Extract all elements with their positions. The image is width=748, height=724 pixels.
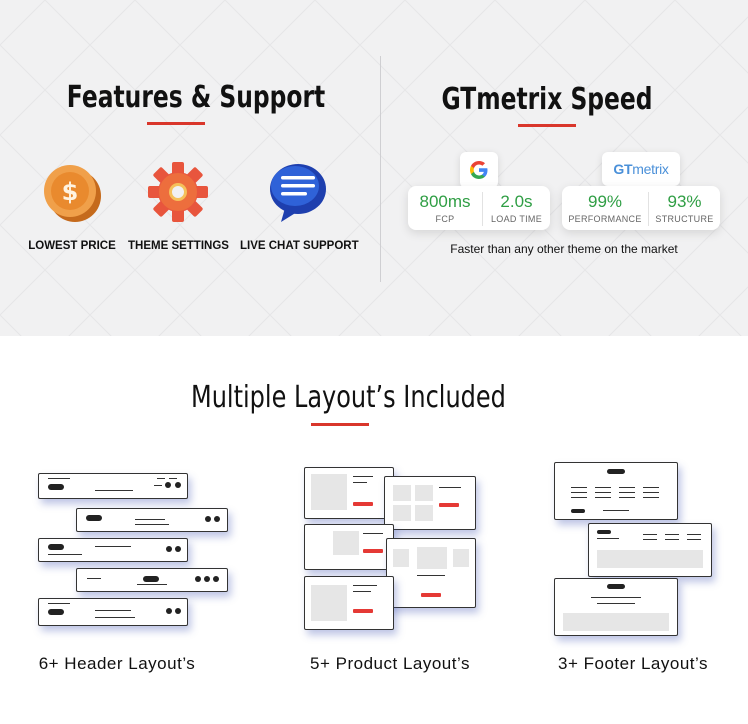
header-layouts-label: 6+ Header Layout’s [38, 654, 196, 673]
header-layout-card [76, 508, 228, 532]
layouts-title: Multiple Layout’s Included [191, 380, 506, 415]
metric-performance: 99% PERFORMANCE [562, 186, 648, 230]
speed-title: GTmetrix Speed [441, 82, 653, 117]
footer-layout-card [554, 462, 678, 520]
svg-text:$: $ [62, 178, 79, 206]
footer-layout-card [588, 523, 712, 577]
product-layouts-label: 5+ Product Layout’s [310, 654, 470, 673]
metric-label: LOAD TIME [490, 214, 543, 224]
metric-label: PERFORMANCE [568, 214, 642, 224]
section-divider [380, 56, 381, 282]
gear-icon [148, 162, 208, 222]
dollar-coin-icon: $ [44, 165, 101, 222]
footer-layout-card [554, 578, 678, 636]
speed-title-underline [518, 124, 576, 127]
header-layout-card [38, 473, 188, 499]
gtmetrix-logo-gt: GT [613, 161, 633, 177]
header-layout-card [76, 568, 228, 592]
feature-label: LOWEST PRICE [28, 240, 116, 252]
top-banner: Features & Support $ LOWEST PRICE [0, 0, 748, 336]
metric-label: STRUCTURE [655, 214, 714, 224]
feature-label: THEME SETTINGS [128, 240, 229, 252]
google-logo [460, 152, 498, 188]
feature-label: LIVE CHAT SUPPORT [240, 240, 359, 252]
header-layout-card [38, 598, 188, 626]
metric-load-time: 2.0s LOAD TIME [483, 186, 550, 230]
metric-fcp: 800ms FCP [408, 186, 482, 230]
feature-live-chat: LIVE CHAT SUPPORT [240, 160, 359, 252]
chat-bubble-icon [270, 164, 326, 222]
product-layout-card [386, 538, 476, 608]
metric-value: 2.0s [500, 192, 533, 211]
header-layout-card [38, 538, 188, 562]
metric-value: 800ms [419, 192, 471, 211]
product-layout-card [384, 476, 476, 530]
layouts-title-underline [311, 423, 369, 426]
footer-layouts-label: 3+ Footer Layout’s [558, 654, 708, 673]
metric-separator [648, 192, 649, 226]
feature-lowest-price: $ LOWEST PRICE [24, 160, 120, 252]
metric-value: 99% [587, 192, 623, 211]
feature-theme-settings: THEME SETTINGS [128, 158, 229, 252]
features-title-underline [147, 122, 205, 125]
product-layout-card [304, 524, 394, 570]
product-layout-card [304, 576, 394, 630]
features-title: Features & Support [66, 80, 326, 115]
metric-value: 93% [667, 192, 702, 211]
gtmetrix-metrics-card: 99% PERFORMANCE 93% STRUCTURE [562, 186, 720, 230]
metric-separator [482, 192, 483, 226]
google-metrics-card: 800ms FCP 2.0s LOAD TIME [408, 186, 550, 230]
google-g-icon [470, 161, 488, 179]
speed-tagline: Faster than any other theme on the marke… [450, 242, 678, 256]
product-layout-card [304, 467, 394, 519]
metric-structure: 93% STRUCTURE [649, 186, 720, 230]
gtmetrix-logo-text: metrix [632, 161, 669, 177]
metric-label: FCP [435, 214, 455, 224]
